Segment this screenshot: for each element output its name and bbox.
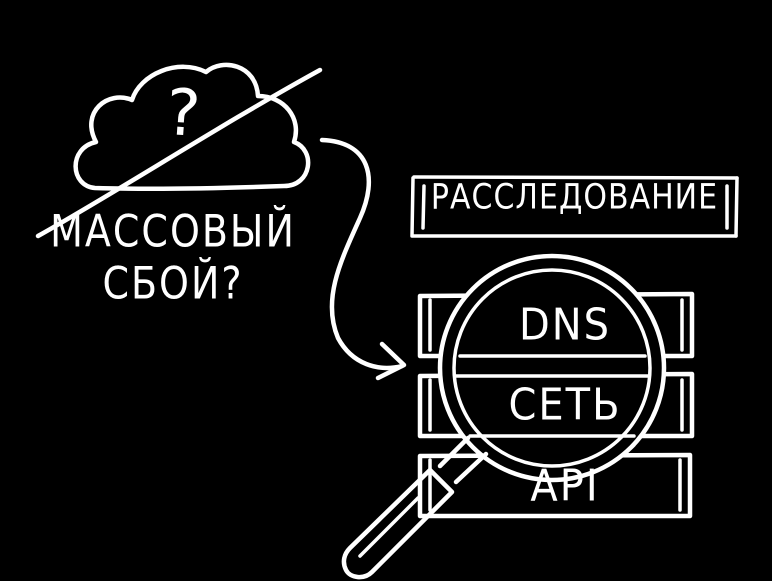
layer-label-network: СЕТЬ — [508, 379, 622, 431]
cloud-icon — [73, 62, 311, 192]
layer-label-api: API — [530, 460, 600, 512]
investigation-frame — [410, 175, 739, 238]
outage-line-1: МАССОВЫЙ — [50, 205, 296, 257]
investigation-label: РАССЛЕДОВАНИЕ — [430, 177, 719, 218]
arrow-icon — [319, 137, 407, 381]
layer-label-dns: DNS — [518, 299, 612, 351]
magnifying-glass-icon — [341, 253, 667, 580]
strike-through-line — [35, 67, 323, 239]
cloud-question-mark: ? — [163, 75, 203, 153]
outage-line-2: СБОЙ? — [102, 257, 244, 309]
outage-question: МАССОВЫЙ СБОЙ? — [38, 205, 308, 306]
